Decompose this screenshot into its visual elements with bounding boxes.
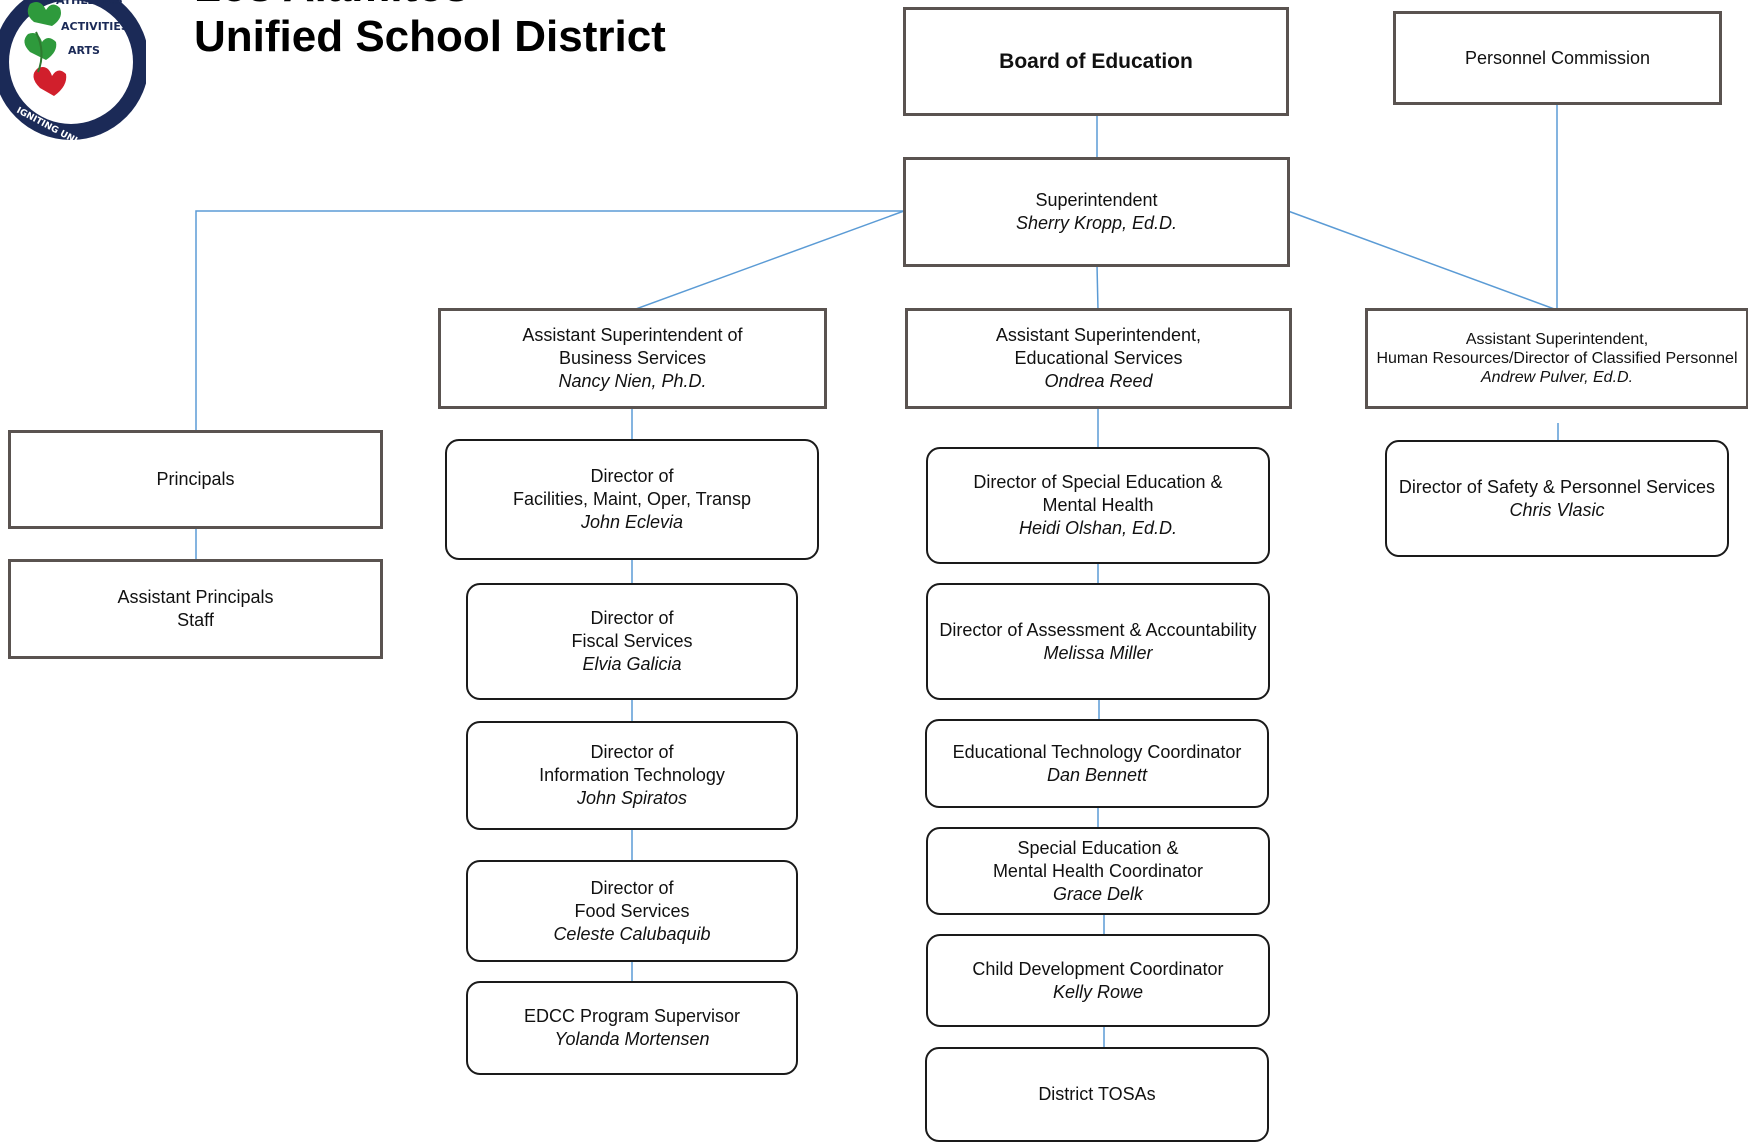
- node-line: Director of: [590, 877, 674, 898]
- node-line: Human Resources/Director of Classified P…: [1376, 350, 1738, 367]
- node-person: John Spiratos: [576, 788, 688, 808]
- node-person: Nancy Nien, Ph.D.: [558, 371, 707, 391]
- connector: [632, 210, 905, 311]
- node-line: Director of: [590, 742, 674, 762]
- node-title: Board of Education: [999, 50, 1193, 73]
- board-of-education-box: Board of Education: [903, 7, 1289, 116]
- personnel-commission-box: Personnel Commission: [1393, 11, 1722, 105]
- node-line: Director of Special Education &: [973, 472, 1223, 492]
- node-line: Assistant Superintendent of: [522, 325, 743, 345]
- node-line: Director of Assessment & Accountability: [939, 619, 1257, 640]
- node-line: Assistant Superintendent,: [995, 325, 1202, 345]
- node-title: Superintendent: [1035, 190, 1158, 210]
- node-line: Staff: [177, 610, 214, 630]
- node-line: Director of Safety & Personnel Services: [1398, 476, 1716, 497]
- edcc-supervisor-box: EDCC Program Supervisor Yolanda Mortense…: [466, 981, 798, 1075]
- sped-coordinator-box: Special Education & Mental Health Coordi…: [926, 827, 1270, 915]
- district-logo: IGNITING UNLIMITED POSSIBILITIES ATHLETI…: [0, 0, 146, 144]
- node-line: Food Services: [574, 900, 690, 921]
- asst-supt-educational-box: Assistant Superintendent, Educational Se…: [905, 308, 1292, 409]
- edtech-coordinator-box: Educational Technology Coordinator Dan B…: [925, 719, 1269, 808]
- node-person: Melissa Miller: [1043, 642, 1153, 663]
- asst-supt-business-box: Assistant Superintendent of Business Ser…: [438, 308, 827, 409]
- dir-food-box: Director of Food Services Celeste Caluba…: [466, 860, 798, 962]
- node-line: Assistant Principals: [117, 587, 274, 607]
- child-development-box: Child Development Coordinator Kelly Rowe: [926, 934, 1270, 1027]
- node-line: Facilities, Maint, Oper, Transp: [512, 489, 752, 509]
- node-person: Andrew Pulver, Ed.D.: [1480, 369, 1634, 386]
- node-line: Director of: [590, 466, 674, 486]
- node-line: EDCC Program Supervisor: [523, 1006, 741, 1026]
- principals-box: Principals: [8, 430, 383, 529]
- node-line: Fiscal Services: [571, 631, 693, 651]
- svg-text:ARTS: ARTS: [68, 44, 100, 57]
- node-line: Educational Services: [1014, 348, 1183, 368]
- district-title: Los Alamitos Unified School District: [194, 0, 666, 62]
- connector: [1287, 210, 1558, 311]
- svg-text:ATHLETICS: ATHLETICS: [56, 0, 123, 7]
- node-line: Business Services: [558, 348, 707, 368]
- node-line: Child Development Coordinator: [972, 958, 1224, 979]
- node-line: Assistant Superintendent,: [1465, 331, 1649, 348]
- title-line-1: Los Alamitos: [194, 0, 666, 12]
- node-title: District TOSAs: [1038, 1084, 1156, 1104]
- assistant-principals-box: Assistant Principals Staff: [8, 559, 383, 659]
- node-person: Kelly Rowe: [1052, 981, 1144, 1002]
- node-person: Elvia Galicia: [582, 654, 682, 674]
- dir-special-education-box: Director of Special Education & Mental H…: [926, 447, 1270, 564]
- node-person: Chris Vlasic: [1509, 499, 1605, 520]
- node-line: Mental Health: [1042, 495, 1154, 515]
- node-person: John Eclevia: [580, 512, 684, 532]
- node-line: Mental Health Coordinator: [992, 860, 1204, 881]
- node-person: Sherry Kropp, Ed.D.: [1015, 213, 1178, 233]
- node-line: Director of: [590, 608, 674, 628]
- node-person: Grace Delk: [1052, 883, 1144, 904]
- node-person: Celeste Calubaquib: [553, 923, 711, 944]
- connector: [1096, 264, 1099, 311]
- node-line: Special Education &: [1017, 837, 1179, 858]
- node-person: Yolanda Mortensen: [554, 1029, 710, 1049]
- node-person: Heidi Olshan, Ed.D.: [1018, 518, 1178, 538]
- connector: [195, 210, 904, 432]
- svg-text:ACTIVITIES: ACTIVITIES: [61, 20, 129, 33]
- dir-safety-box: Director of Safety & Personnel Services …: [1385, 440, 1729, 557]
- title-line-2: Unified School District: [194, 12, 666, 61]
- node-title: Personnel Commission: [1464, 47, 1651, 68]
- node-line: Information Technology: [539, 765, 725, 785]
- district-tosas-box: District TOSAs: [925, 1047, 1269, 1142]
- dir-facilities-box: Director of Facilities, Maint, Oper, Tra…: [445, 439, 819, 560]
- node-line: Educational Technology Coordinator: [952, 741, 1242, 762]
- asst-supt-hr-box: Assistant Superintendent, Human Resource…: [1365, 308, 1748, 409]
- superintendent-box: Superintendent Sherry Kropp, Ed.D.: [903, 157, 1290, 267]
- node-person: Dan Bennett: [1046, 764, 1148, 785]
- dir-fiscal-box: Director of Fiscal Services Elvia Galici…: [466, 583, 798, 700]
- node-person: Ondrea Reed: [1044, 371, 1153, 391]
- node-title: Principals: [156, 469, 235, 489]
- dir-it-box: Director of Information Technology John …: [466, 721, 798, 830]
- dir-assessment-box: Director of Assessment & Accountability …: [926, 583, 1270, 700]
